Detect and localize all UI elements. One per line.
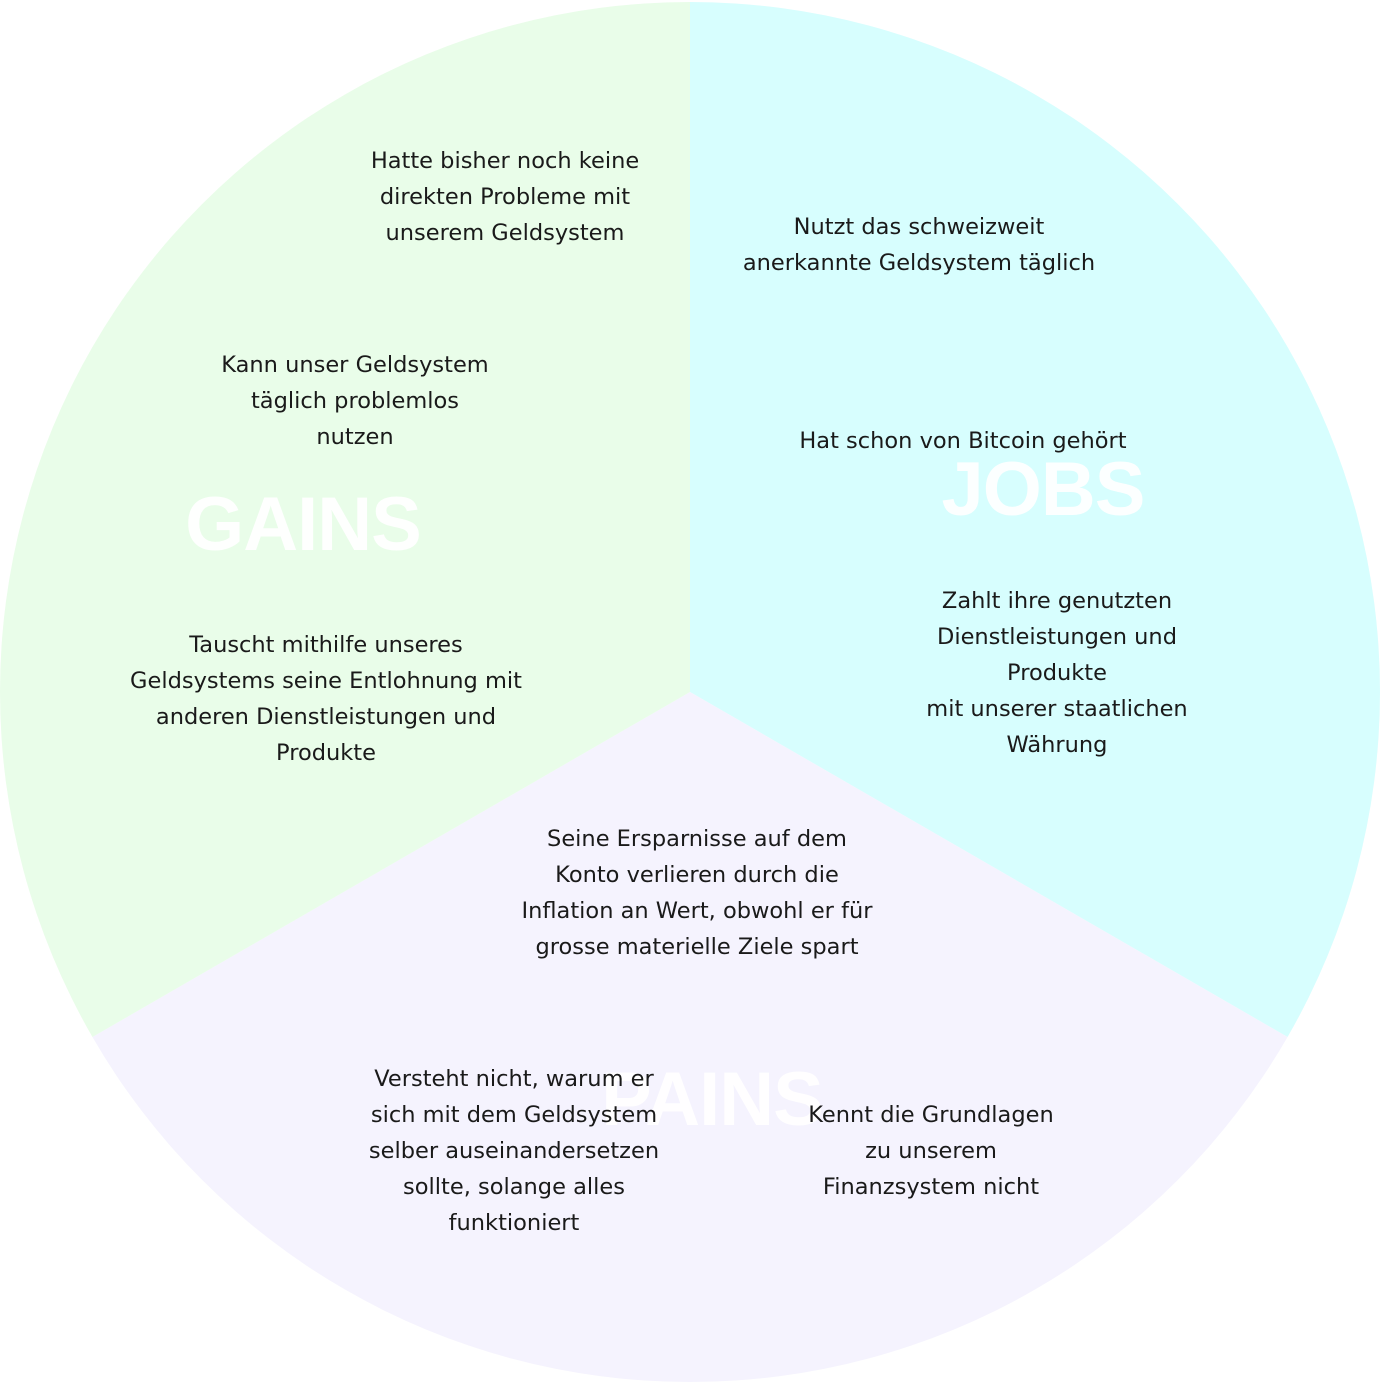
gains-note-3: Tauscht mithilfe unseres Geldsystems sei… [130,632,522,766]
pains-note-3: Kennt die Grundlagen zu unserem Finanzsy… [808,1102,1054,1200]
gains-note-2: Kann unser Geldsystem täglich problemlos… [221,352,489,450]
jobs-note-1: Nutzt das schweizweit anerkannte Geldsys… [742,214,1096,276]
pains-note-1: Seine Ersparnisse auf dem Konto verliere… [521,826,873,960]
segment-label-jobs: JOBS [941,447,1146,532]
segment-gains [0,2,691,1037]
jobs-note-2: Hat schon von Bitcoin gehört [799,428,1127,454]
pains-note-2: Versteht nicht, warum er sich mit dem Ge… [368,1066,660,1236]
gains-note-1: Hatte bisher noch keine direkten Problem… [370,148,640,246]
segment-jobs [690,2,1380,1037]
segment-label-pains: PAINS [601,1057,824,1142]
segment-label-gains: GAINS [185,482,422,567]
jobs-note-3: Zahlt ihre genutzten Dienstleistungen un… [926,588,1188,758]
